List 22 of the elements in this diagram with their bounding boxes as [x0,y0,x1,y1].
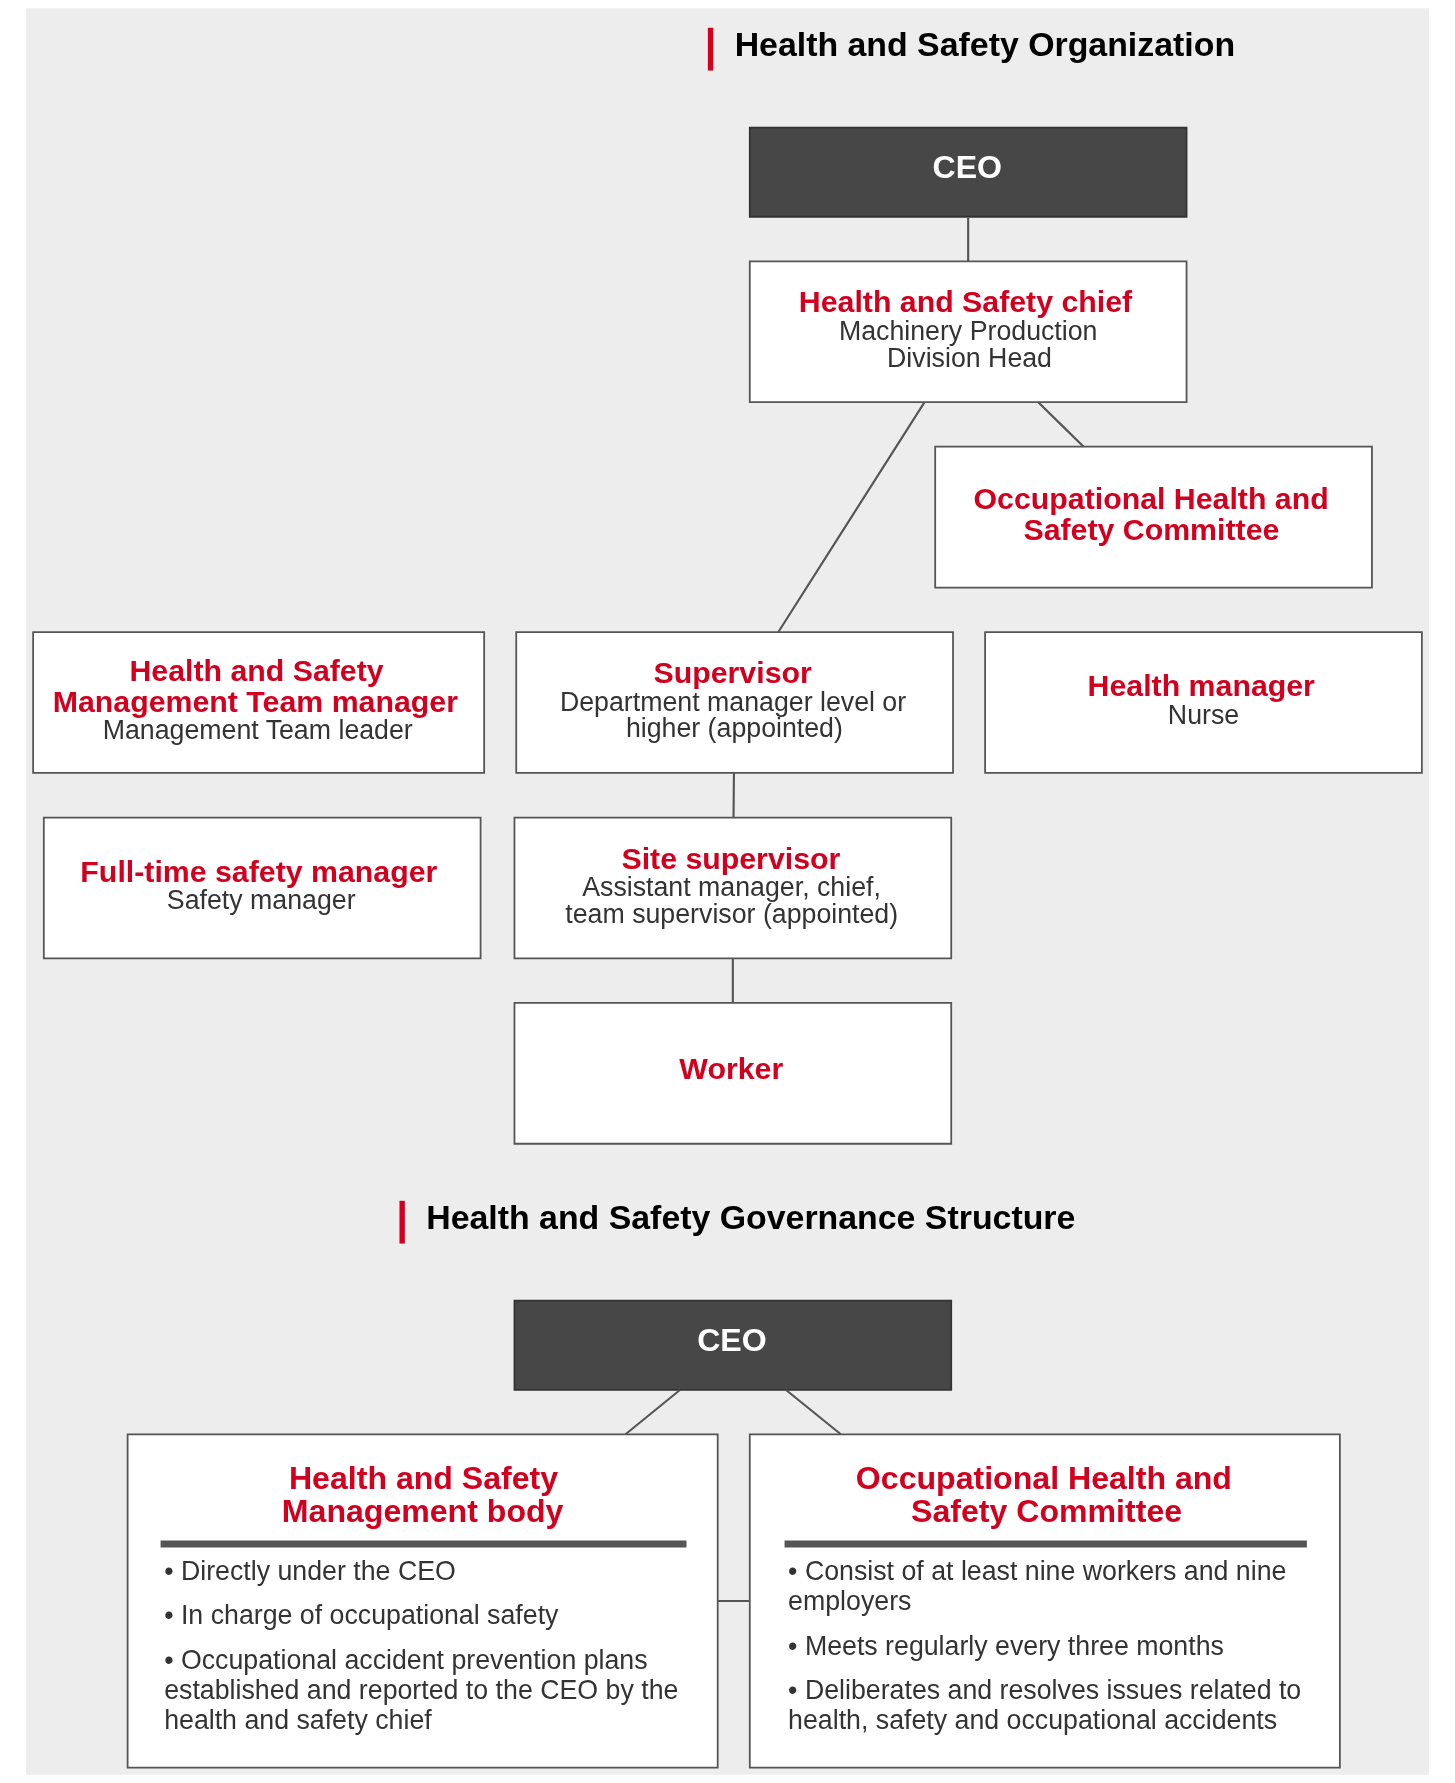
node-box: Health and Safety Management Team manager Management Team leader [32,631,486,774]
node-box: Health manager Nurse [984,631,1423,774]
connector [967,217,970,261]
node-box: Health and Safety Management body • Directly under the CEO • In charge of occupational safety • Occupational accident prevention plans established and reported to the CEO by the health and safety chief [126,1433,719,1769]
connector [777,402,926,633]
node-box: Full-time safety manager Safety manager [42,816,482,960]
node-box: Occupational Health and Safety Committee [934,445,1373,589]
node-box: CEO [513,1299,953,1391]
connector [785,1388,842,1436]
connector [732,773,735,818]
node-box: Occupational Health and Safety Committee • Consist of at least nine workers and nine employers • Meets regularly every three months • Deliberates and resolves issues related to health, safety and occupational accidents [748,1433,1341,1769]
node-box: Worker [513,1002,953,1145]
connector [624,1388,681,1436]
label: Health and Safety Governance Structure [426,1197,1076,1236]
node-box: CEO [748,126,1188,218]
node-box: Health and Safety chief Machinery Production Division Head [748,260,1188,404]
node-box: Site supervisor Assistant manager, chief, team supervisor (appointed) [513,816,953,960]
connector [731,958,734,1003]
node-box: Supervisor Department manager level or higher (appointed) [515,631,954,774]
connector [717,1599,750,1603]
connector [1037,401,1085,448]
label: Health and Safety Organization [734,24,1236,63]
